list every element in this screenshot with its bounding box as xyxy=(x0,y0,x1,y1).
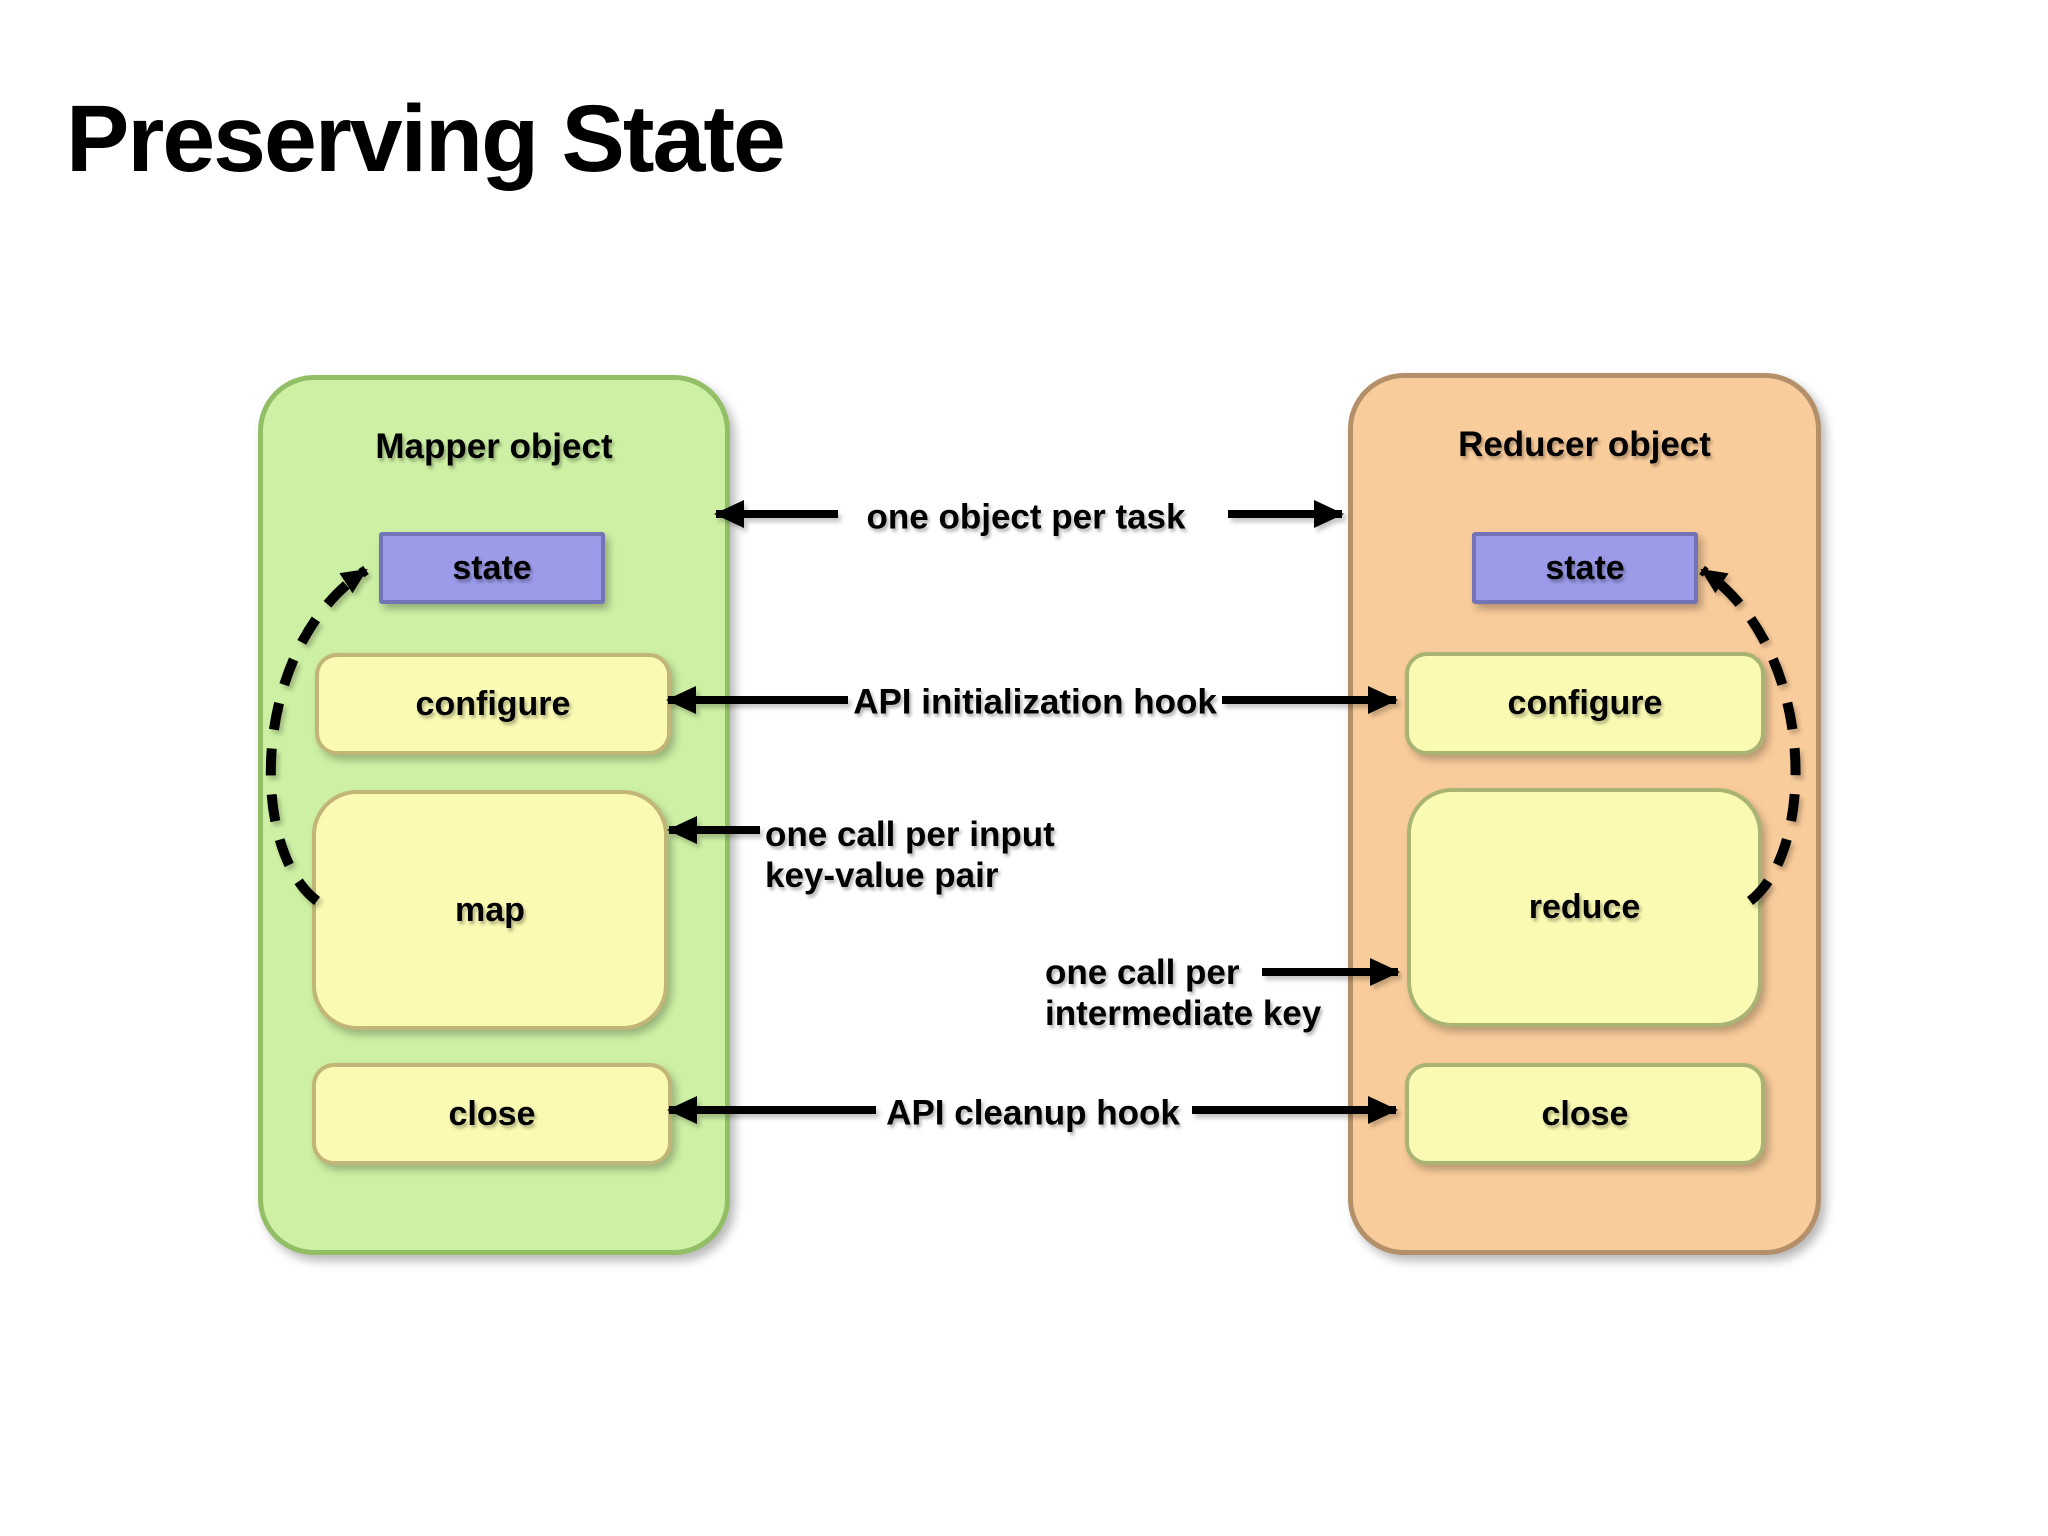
label-one-object-per-task: one object per task xyxy=(866,497,1186,537)
mapper-object: Mapper object state configure map close xyxy=(258,375,730,1255)
label-one-call-per-intermediate-line2: intermediate key xyxy=(1045,994,1322,1033)
mapper-map-box: map xyxy=(312,790,668,1030)
label-api-initialization-hook: API initialization hook xyxy=(853,682,1217,722)
reducer-close-box: close xyxy=(1405,1063,1765,1165)
mapper-close-box: close xyxy=(312,1063,672,1165)
label-one-call-per-intermediate: one call per intermediate key xyxy=(1045,952,1321,1034)
mapper-title: Mapper object xyxy=(375,427,613,466)
reducer-object: Reducer object state configure reduce cl… xyxy=(1348,373,1821,1255)
label-one-call-per-input-line1: one call per input xyxy=(765,815,1055,854)
page-title: Preserving State xyxy=(66,86,786,192)
label-one-call-per-intermediate-line1: one call per xyxy=(1045,953,1240,992)
mapper-configure-box: configure xyxy=(315,653,671,755)
mapper-state-box: state xyxy=(379,532,605,604)
reducer-configure-box: configure xyxy=(1405,652,1765,755)
label-one-call-per-input-line2: key-value pair xyxy=(765,856,999,895)
reducer-state-box: state xyxy=(1472,532,1698,604)
label-one-call-per-input: one call per input key-value pair xyxy=(765,814,1055,896)
reducer-title: Reducer object xyxy=(1458,425,1711,464)
label-api-cleanup-hook: API cleanup hook xyxy=(886,1093,1180,1133)
reducer-reduce-box: reduce xyxy=(1407,788,1762,1027)
